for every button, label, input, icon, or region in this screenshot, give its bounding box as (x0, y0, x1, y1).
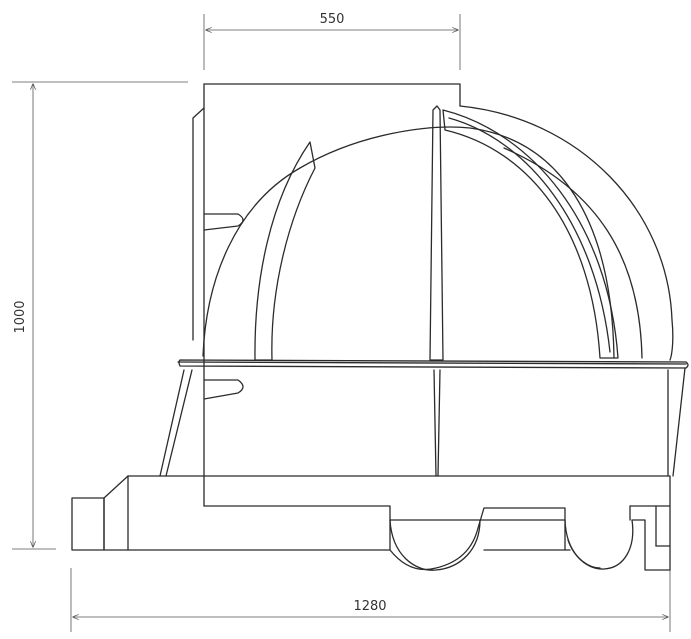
dome-ribs (254, 105, 619, 361)
dimension-height: 1000 (12, 81, 188, 550)
dome-shell (202, 105, 674, 361)
ring-band (177, 359, 689, 369)
panel-handles (203, 213, 244, 400)
dimension-height-label: 1000 (13, 300, 28, 333)
back-panel (192, 83, 461, 507)
dimension-bottom-label: 1280 (353, 599, 386, 614)
dimension-top-label: 550 (320, 12, 345, 27)
dimension-top-width: 550 (203, 12, 461, 70)
base-skid (71, 475, 671, 571)
dimension-bottom-width: 1280 (70, 568, 671, 632)
lower-body (159, 367, 686, 477)
